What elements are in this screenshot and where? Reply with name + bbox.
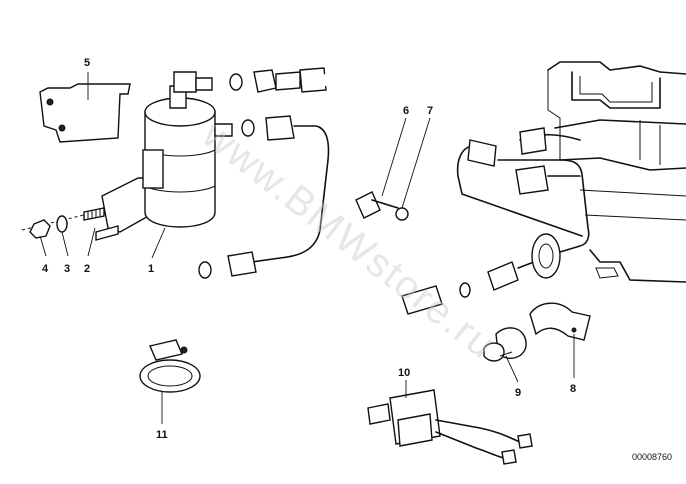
leader-lines	[39, 72, 575, 424]
drawing-number: 00008760	[632, 452, 672, 462]
callout-2: 2	[84, 263, 90, 275]
callout-1: 1	[148, 263, 154, 275]
watermark: www.BMWstore.ru	[194, 112, 505, 368]
callout-11: 11	[156, 429, 168, 441]
hose-clamp-11	[139, 339, 201, 393]
engine-block	[547, 61, 686, 283]
callout-6: 6	[403, 105, 409, 117]
hose-clamp-6-7	[355, 191, 409, 221]
callout-4: 4	[42, 263, 49, 275]
callout-7: 7	[427, 105, 433, 117]
refrigerant-lines	[198, 67, 590, 327]
mounting-bracket-5	[39, 83, 131, 143]
callout-10: 10	[398, 367, 410, 379]
callout-3: 3	[64, 263, 70, 275]
pressure-switch-10	[367, 389, 533, 465]
grommet-9	[483, 327, 527, 362]
callout-labels: 5 1 2 3 4 6 7 8 9 10 11	[42, 57, 576, 441]
callout-9: 9	[515, 387, 521, 399]
callout-8: 8	[570, 383, 576, 395]
holder-clip-8	[529, 302, 591, 341]
receiver-drier-1	[101, 71, 233, 233]
nut-washer-bolt-hardware	[21, 207, 119, 241]
callout-5: 5	[84, 57, 90, 69]
